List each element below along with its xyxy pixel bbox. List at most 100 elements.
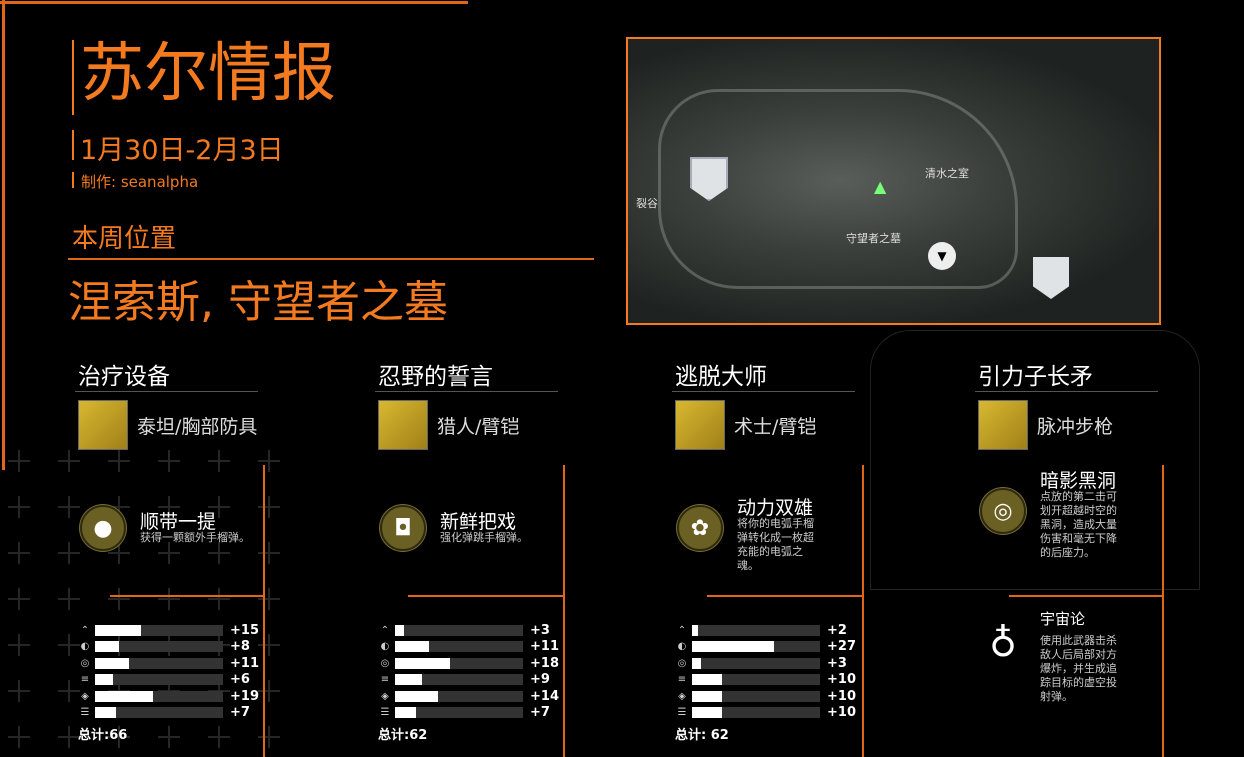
stat-value: +10 <box>827 688 856 704</box>
stat-bar-fill <box>395 641 429 652</box>
stat-row: ◈ +19 <box>78 688 259 704</box>
cross-mark <box>8 496 30 518</box>
cross-mark <box>258 588 280 610</box>
vortex-icon: ◎ <box>980 488 1026 534</box>
cross-mark <box>108 726 130 748</box>
stat-row: ≡ +10 <box>675 672 856 688</box>
header-underline <box>975 391 1158 392</box>
stat-value: +7 <box>230 705 250 720</box>
location-name: 涅索斯, 守望者之墓 <box>68 277 448 328</box>
perk-name: 动力双雄 <box>737 497 814 519</box>
cross-mark <box>108 588 130 610</box>
stat-bar-fill <box>692 641 775 652</box>
intellect-icon: ◈ <box>381 690 389 702</box>
mobility-icon: ⌃ <box>677 624 687 636</box>
recovery-icon: ◎ <box>677 657 687 669</box>
stat-value: +3 <box>827 655 847 671</box>
stat-bar <box>95 690 223 702</box>
stat-bar-fill <box>692 674 723 685</box>
stat-bar <box>95 674 223 685</box>
waypoint-icon: ▼ <box>928 242 956 270</box>
stat-row: ◐ +27 <box>675 639 856 655</box>
cross-mark <box>158 496 180 518</box>
item-icon <box>78 400 128 450</box>
header-underline <box>375 391 558 392</box>
item-icon <box>675 400 725 450</box>
perk-name: 暗影黑洞 <box>1040 470 1117 492</box>
stat-value: +10 <box>827 672 856 687</box>
location-label: 本周位置 <box>72 224 177 254</box>
cross-mark <box>58 542 80 564</box>
resilience-icon: ◐ <box>80 641 90 652</box>
stat-bar-fill <box>95 657 129 669</box>
perk-name: 新鲜把戏 <box>440 511 517 533</box>
stat-value: +19 <box>230 688 259 704</box>
mobility-icon: ⌃ <box>380 624 390 636</box>
stat-bar-fill <box>692 690 723 702</box>
stat-bar <box>395 674 523 685</box>
stat-row: ⌃ +3 <box>378 622 550 638</box>
stat-bar <box>692 641 820 652</box>
stat-row: ☰ +7 <box>78 705 250 721</box>
cross-mark <box>158 588 180 610</box>
cross-mark <box>8 634 30 656</box>
stat-total: 总计: 62 <box>675 728 729 743</box>
stat-row: ≡ +9 <box>378 672 550 688</box>
frame-left-line <box>2 0 5 470</box>
cross-mark <box>108 450 130 472</box>
cross-mark <box>58 680 80 702</box>
strength-icon: ☰ <box>677 707 687 718</box>
item-type: 脉冲步枪 <box>1037 416 1114 438</box>
cross-mark <box>8 588 30 610</box>
cross-mark <box>208 450 230 472</box>
stat-value: +10 <box>827 705 856 720</box>
author: 制作: seanalpha <box>81 173 199 191</box>
cross-mark <box>8 680 30 702</box>
column-header: 治疗设备 <box>78 364 170 390</box>
stat-row: ☰ +10 <box>675 705 856 721</box>
author-bar <box>72 172 74 188</box>
stat-row: ⌃ +2 <box>675 622 847 638</box>
player-arrow-icon: ▲ <box>874 177 887 196</box>
item-type: 术士/臂铠 <box>734 416 817 438</box>
strength-icon: ☰ <box>380 707 390 718</box>
stat-bar-fill <box>395 674 423 685</box>
stat-bar <box>395 641 523 652</box>
cross-mark <box>58 496 80 518</box>
stat-value: +18 <box>530 655 559 671</box>
stat-bar-fill <box>395 707 417 718</box>
stat-row: ☰ +7 <box>378 705 550 721</box>
stat-value: +27 <box>827 639 856 654</box>
resilience-icon: ◐ <box>380 641 390 652</box>
recovery-icon: ◎ <box>80 657 90 669</box>
ascendant-marker-icon <box>1033 257 1069 299</box>
cross-mark <box>58 450 80 472</box>
column-header: 逃脱大师 <box>675 364 767 390</box>
cross-mark <box>258 726 280 748</box>
column-divider <box>563 465 565 757</box>
section-divider <box>707 595 862 597</box>
cross-mark <box>258 496 280 518</box>
stat-bar-fill <box>692 707 723 718</box>
discipline-icon: ≡ <box>380 674 390 685</box>
stat-row: ◈ +10 <box>675 688 856 704</box>
stat-value: +11 <box>530 639 559 654</box>
stat-bar <box>692 690 820 702</box>
stat-value: +6 <box>230 672 250 687</box>
bounce-grenade-icon: ◘ <box>380 505 426 551</box>
stat-bar <box>95 707 223 718</box>
stat-bar-fill <box>95 707 117 718</box>
stat-bar <box>395 657 523 669</box>
stat-bar-fill <box>95 674 114 685</box>
cross-mark <box>158 726 180 748</box>
stat-row: ◎ +11 <box>78 655 259 671</box>
column-divider <box>263 465 265 757</box>
header-underline <box>672 391 855 392</box>
recovery-icon: ◎ <box>380 657 390 669</box>
mobility-icon: ⌃ <box>80 624 90 636</box>
stat-value: +15 <box>230 622 259 638</box>
map-label-rift: 裂谷 <box>636 197 658 210</box>
perk-name: 宇宙论 <box>1040 610 1086 628</box>
stat-bar-fill <box>95 690 153 702</box>
stat-bar <box>95 641 223 652</box>
